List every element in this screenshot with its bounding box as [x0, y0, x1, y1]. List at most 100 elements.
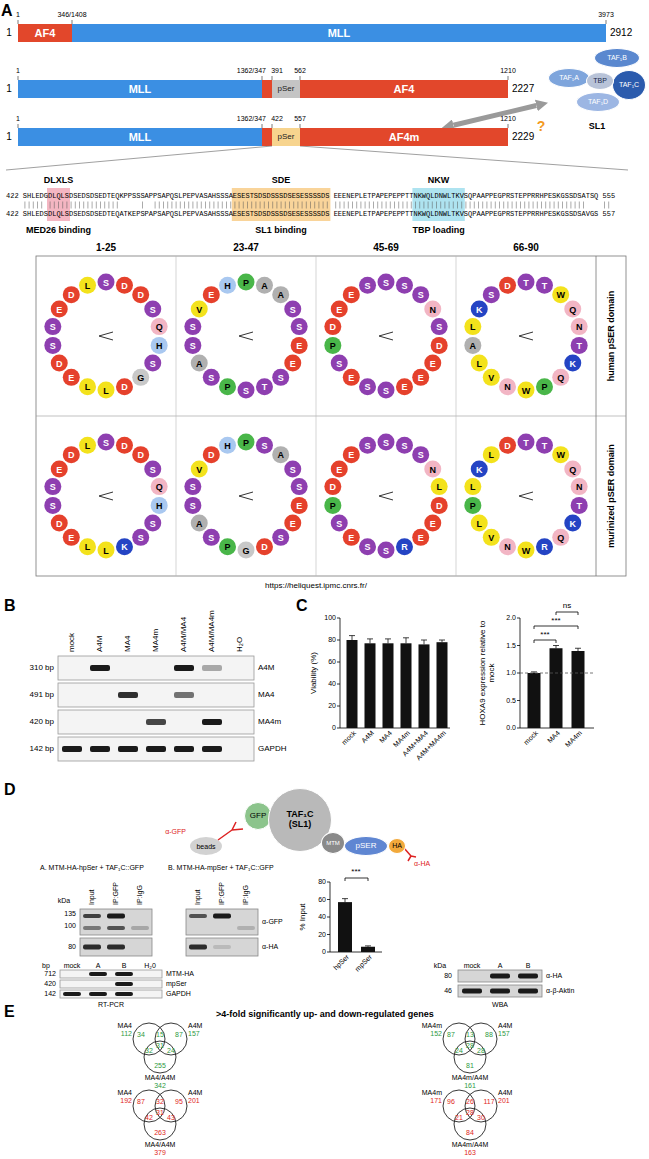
residue-circle	[219, 538, 236, 555]
residue-circle	[238, 274, 255, 291]
beads	[190, 837, 222, 855]
tick-mark	[327, 917, 330, 918]
blot-title: B. MTM-HA-mpSer + TAF₁C::GFP	[168, 864, 274, 872]
identity-tick	[197, 202, 198, 209]
blot-title: A. MTM-HA-hpSer + TAF₁C::GFP	[40, 864, 144, 872]
identity-tick	[386, 202, 387, 209]
residue-circle	[552, 286, 569, 303]
overlap-count: 24	[167, 1047, 175, 1055]
identity-tick	[419, 202, 420, 209]
residue-letter: S	[365, 382, 371, 392]
subunit-ellipse: TAF₁B	[594, 48, 640, 68]
band	[518, 974, 538, 979]
subunit-ellipse: TAF₁D	[576, 92, 620, 112]
residue-circle	[238, 382, 255, 399]
grid-line	[36, 416, 626, 417]
identity-tick	[192, 202, 193, 209]
residue-letter: E	[290, 518, 296, 528]
residue-circle	[483, 286, 500, 303]
residue-circle	[144, 461, 161, 478]
venn-circle	[144, 1108, 176, 1140]
residue-letter: S	[365, 441, 371, 451]
grid-line	[596, 256, 597, 576]
identity-tick	[402, 202, 403, 209]
set-count: 161	[464, 1082, 476, 1090]
sequence: 422 SHLEDSDLQLSDSEDSDSEDTEQATKEPSPAPSAPQ…	[6, 210, 615, 218]
overlap-count: 31	[156, 1109, 164, 1117]
blot-strip	[186, 938, 258, 956]
band	[189, 945, 207, 950]
band	[202, 746, 222, 752]
residue-letter: A	[277, 450, 284, 460]
identity-tick	[537, 202, 538, 209]
identity-tick	[289, 202, 290, 209]
node-text: MLL	[129, 131, 152, 143]
antibody-label: α-HA	[262, 943, 278, 951]
set-count: 157	[498, 1030, 510, 1038]
residue-letter: S	[261, 441, 267, 451]
band	[174, 746, 194, 752]
residue-letter: T	[576, 501, 582, 511]
band	[518, 989, 538, 994]
residue-circle	[256, 277, 273, 294]
marker-size: 46	[444, 987, 452, 995]
set-name: MA4	[118, 1089, 132, 1097]
residue-letter: T	[523, 277, 529, 287]
lane-label: MA4m	[151, 629, 160, 652]
residue-circle	[272, 369, 289, 386]
identity-tick	[209, 202, 210, 209]
overlap-count: 84	[466, 1129, 474, 1137]
identity-tick	[549, 202, 550, 209]
set-count: 201	[498, 1097, 510, 1105]
node-text: TAF₁A	[559, 74, 579, 82]
residue-circle	[98, 542, 115, 559]
residue-letter: S	[365, 542, 371, 552]
grid-line	[456, 256, 457, 576]
residue-letter: G	[242, 545, 249, 555]
residue-circle	[431, 478, 448, 495]
residue-circle	[343, 286, 360, 303]
moment-arrow	[379, 332, 393, 340]
panel-heading: >4-fold significantly up- and down-regul…	[216, 1009, 434, 1019]
residue-letter: S	[190, 322, 196, 332]
residue-circle	[331, 301, 348, 318]
overlap-count: 96	[447, 1098, 455, 1106]
unit-label: kDa	[58, 897, 70, 905]
tick-label: 100	[324, 614, 336, 622]
identity-tick	[310, 202, 311, 209]
overlap-count: 95	[175, 1098, 183, 1106]
tick-mark	[327, 952, 330, 953]
tick-label: 60	[318, 895, 326, 903]
band	[107, 945, 125, 950]
residue-letter: E	[348, 290, 354, 300]
residue-circle	[116, 277, 133, 294]
subunit-ellipse: TAF₁A	[548, 68, 590, 88]
bar	[365, 643, 376, 728]
identity-tick	[184, 202, 185, 209]
lane-label: IP:GFP	[112, 882, 120, 905]
residue-number: 1	[16, 67, 20, 75]
gel-strip	[60, 980, 162, 988]
residue-letter: P	[330, 341, 336, 351]
set-name: A4M	[188, 1089, 202, 1097]
set-count: 379	[154, 1149, 166, 1157]
residue-letter: N	[430, 304, 437, 314]
panel-letter: A	[1, 2, 13, 20]
node-text: pSER	[356, 842, 377, 851]
residue-letter: S	[383, 545, 389, 555]
residue-circle	[51, 515, 68, 532]
residue-letter: E	[348, 450, 354, 460]
residue-circle	[116, 538, 133, 555]
identity-tick	[41, 202, 42, 209]
residue-circle	[51, 355, 68, 372]
identity-tick	[562, 202, 563, 209]
identity-tick	[239, 202, 240, 209]
residue-letter: D	[121, 441, 128, 451]
residue-letter: Q	[156, 482, 163, 492]
band	[83, 945, 101, 950]
identity-tick	[167, 202, 168, 209]
tick-mark	[517, 673, 520, 674]
tick-mark	[337, 684, 340, 685]
residue-letter: S	[243, 385, 249, 395]
identity-tick	[306, 202, 307, 209]
